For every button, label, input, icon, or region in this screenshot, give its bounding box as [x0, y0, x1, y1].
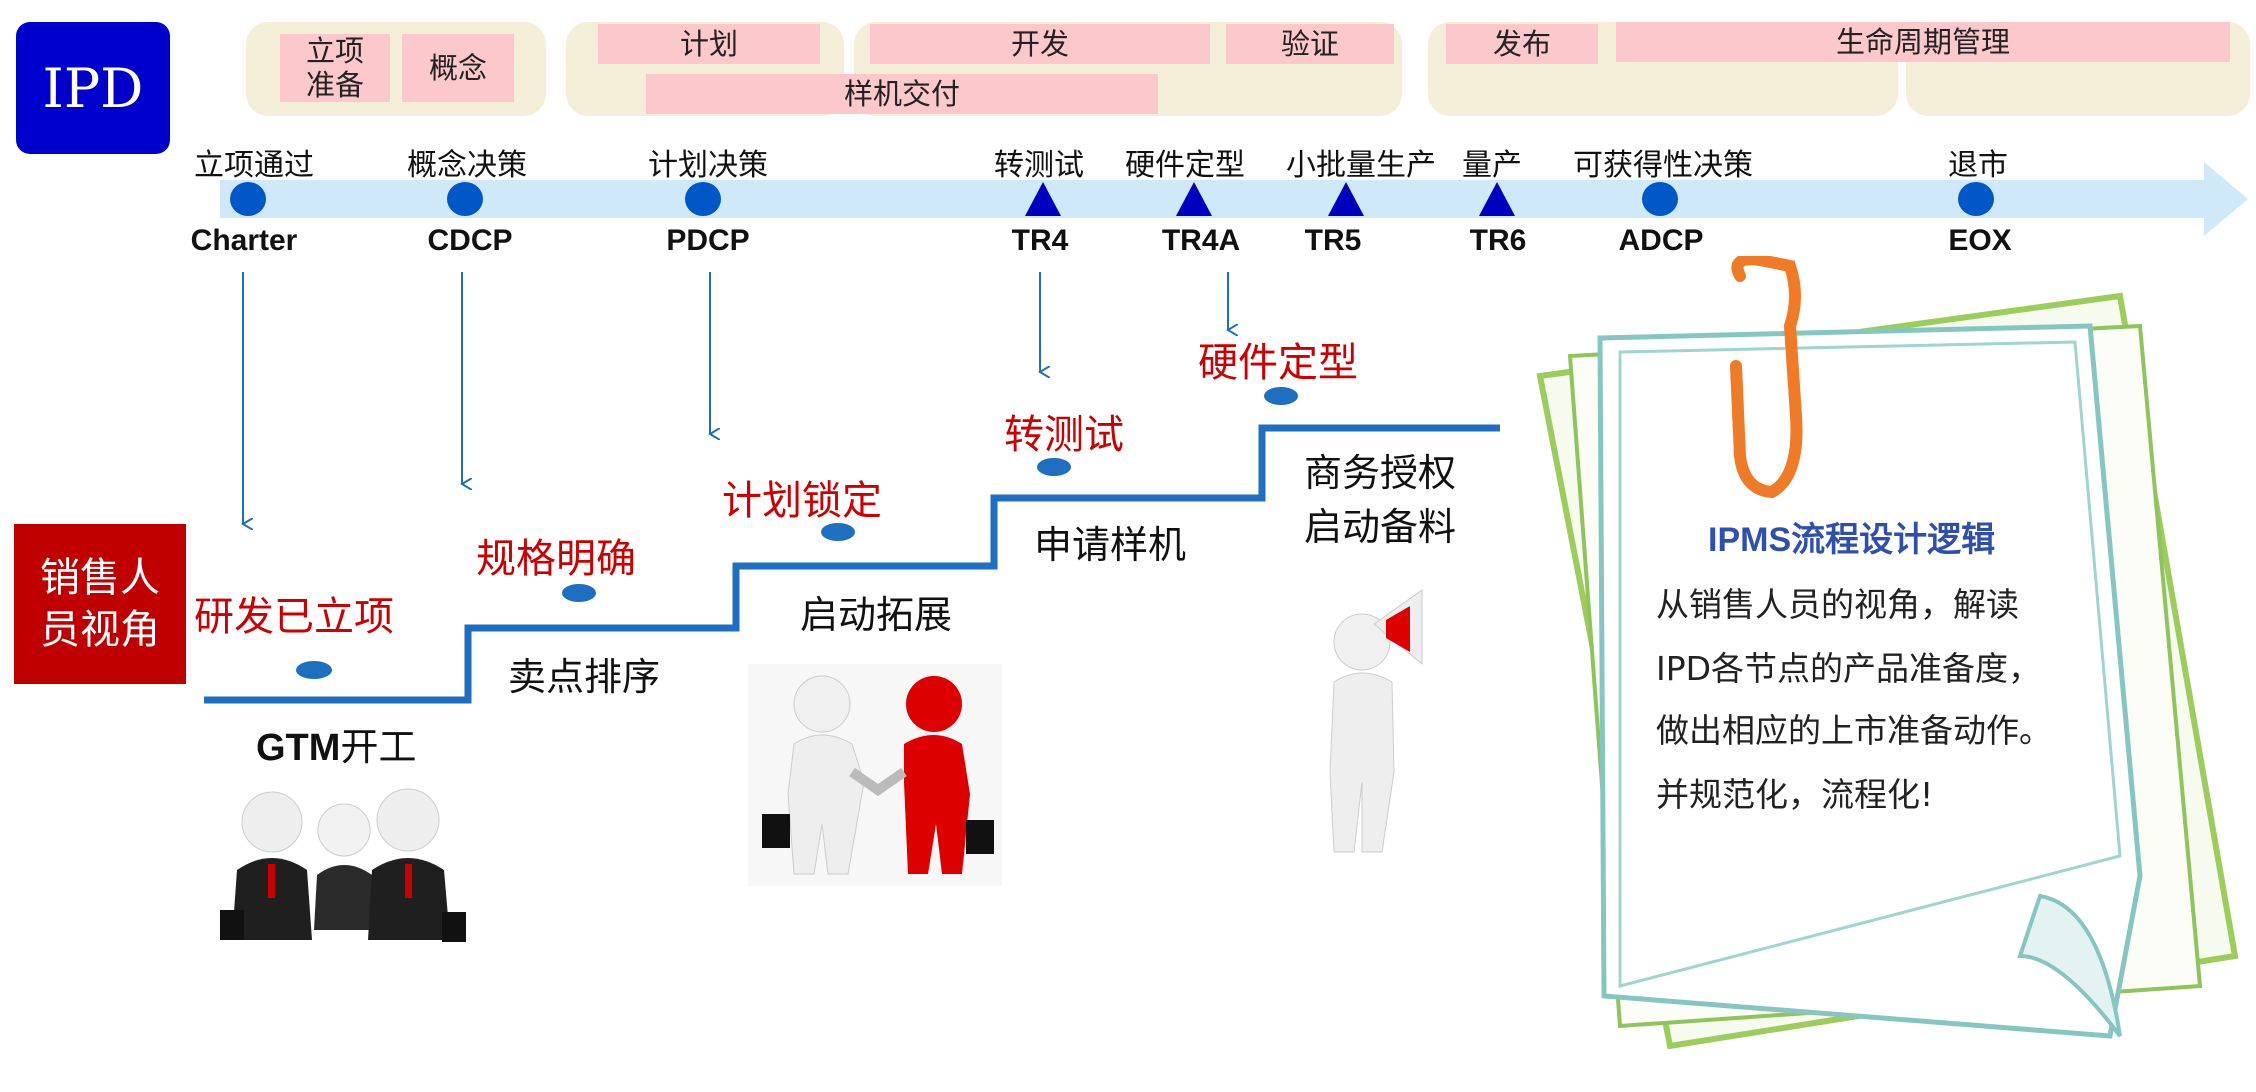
milestone-code-tr5: TR5 [1304, 224, 1362, 257]
milestone-marker-charter [230, 182, 266, 216]
step-dot-5 [1264, 387, 1298, 405]
milestone-label-charter: 立项通过 [194, 148, 314, 183]
milestone-code-charter: Charter [190, 224, 298, 257]
milestone-marker-tr4 [1025, 182, 1061, 216]
milestone-markers [230, 182, 1994, 216]
phase-plan: 计划 [598, 24, 820, 64]
milestone-label-cdcp: 概念决策 [407, 148, 527, 183]
step-dot-4 [1037, 458, 1071, 476]
milestone-marker-cdcp [447, 182, 483, 216]
step-red-5: 硬件定型 [1198, 340, 1358, 386]
step-dot-2 [562, 584, 596, 602]
milestone-code-tr4a: TR4A [1161, 224, 1241, 257]
milestone-label-eox: 退市 [1948, 148, 2008, 183]
ipd-logo: IPD [16, 22, 170, 154]
milestone-code-pdcp: PDCP [666, 224, 750, 257]
milestone-marker-tr4a [1176, 182, 1212, 216]
step-red-2: 规格明确 [476, 536, 636, 582]
step-black-4: 申请样机 [1034, 523, 1187, 567]
step-red-4: 转测试 [1004, 412, 1124, 458]
step-red-1: 研发已立项 [194, 594, 394, 640]
step-black-5: 商务授权 启动备料 [1304, 451, 1457, 549]
note-line-1: 从销售人员的视角，解读 [1656, 585, 2019, 624]
milestone-marker-tr5 [1328, 182, 1364, 216]
phase-release: 发布 [1446, 24, 1598, 64]
milestone-code-adcp: ADCP [1618, 224, 1704, 257]
milestone-label-pdcp: 计划决策 [648, 148, 768, 183]
milestone-label-adcp: 可获得性决策 [1573, 148, 1753, 183]
step-black-3: 启动拓展 [800, 593, 953, 637]
sales-view-label: 销售人 员视角 [14, 524, 186, 684]
megaphone-person-image [1329, 589, 1423, 853]
phase-verify: 验证 [1226, 24, 1394, 64]
step-black-1-prefix: GTM [256, 727, 341, 769]
milestone-marker-eox [1958, 182, 1994, 216]
step-black-2: 卖点排序 [508, 655, 661, 699]
step-dot-1 [296, 661, 332, 679]
milestone-code-tr4: TR4 [1011, 224, 1069, 257]
businessmen-group-image [220, 788, 466, 942]
milestone-code-cdcp: CDCP [427, 224, 513, 257]
step-black-1-suffix: 开工 [340, 725, 417, 769]
milestone-label-tr4a: 硬件定型 [1125, 148, 1245, 183]
note-title: IPMS流程设计逻辑 [1708, 521, 1996, 559]
milestone-marker-adcp [1642, 182, 1678, 216]
phase-concept: 概念 [402, 34, 514, 102]
milestone-marker-pdcp [685, 182, 721, 216]
phase-lifecycle: 生命周期管理 [1616, 22, 2230, 62]
phase-lixiang-prep: 立项 准备 [280, 34, 390, 102]
milestone-label-tr4: 转测试 [994, 148, 1084, 183]
step-black-1: GTM开工 [256, 716, 416, 771]
milestone-code-eox: EOX [1948, 224, 2012, 257]
milestone-marker-tr6 [1479, 182, 1515, 216]
step-red-3: 计划锁定 [722, 478, 882, 524]
note-line-4: 并规范化，流程化! [1656, 775, 1934, 814]
note-paper-image [1536, 256, 2239, 1050]
timeline-arrow [220, 162, 2248, 236]
milestone-label-tr6: 量产 [1462, 148, 1522, 183]
note-line-2: IPD各节点的产品准备度， [1656, 649, 2042, 688]
note-line-3: 做出相应的上市准备动作。 [1656, 711, 2052, 750]
milestone-label-tr5: 小批量生产 [1286, 148, 1436, 183]
staircase-line [204, 424, 1500, 704]
milestone-code-tr6: TR6 [1469, 224, 1527, 257]
phase-develop: 开发 [870, 24, 1210, 64]
handshake-image [748, 664, 1002, 886]
phase-sample: 样机交付 [646, 74, 1158, 114]
step-dot-3 [821, 523, 855, 541]
